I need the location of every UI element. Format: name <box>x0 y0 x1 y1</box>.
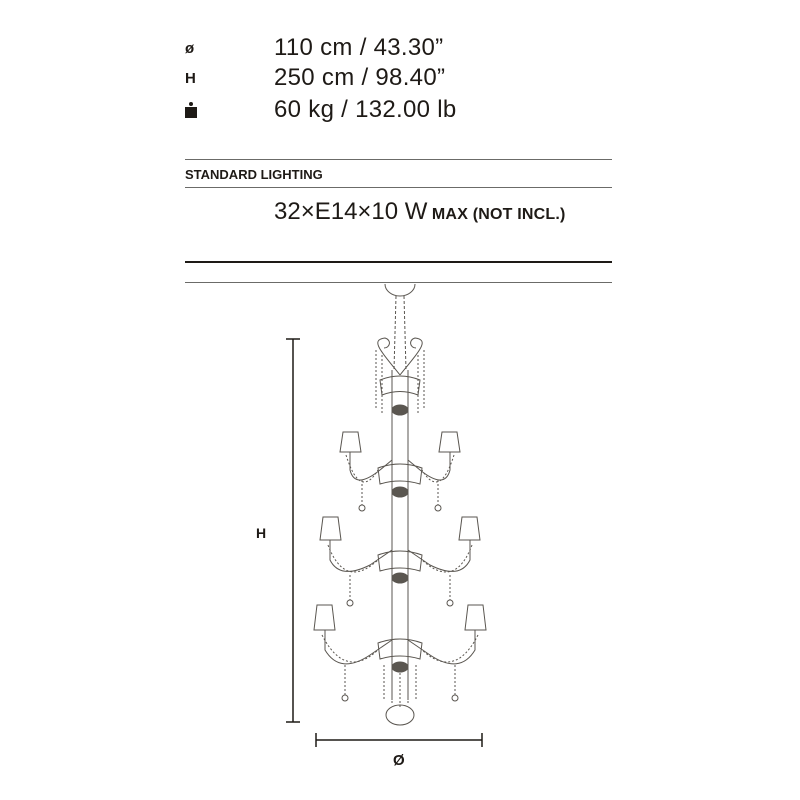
lighting-heading: STANDARD LIGHTING <box>185 167 323 182</box>
height-icon: H <box>185 70 196 87</box>
divider <box>185 282 612 283</box>
height-dimension-line <box>286 338 300 723</box>
diameter-value: 110 cm / 43.30” <box>274 34 444 61</box>
lighting-value-suffix: MAX (NOT INCL.) <box>431 206 566 223</box>
weight-value: 60 kg / 132.00 lb <box>274 96 457 123</box>
lighting-value: 32×E14×10 W MAX (NOT INCL.) <box>274 198 566 226</box>
shades-and-arms <box>313 431 487 673</box>
divider <box>185 159 612 160</box>
height-value: 250 cm / 98.40” <box>274 64 446 91</box>
weight-icon <box>185 102 197 118</box>
height-dimension-label: H <box>256 525 267 541</box>
crystal-strands <box>321 454 479 708</box>
chandelier <box>313 283 487 726</box>
tier-top <box>375 350 425 416</box>
divider-thick <box>185 261 612 263</box>
lighting-value-main: 32×E14×10 W <box>274 198 428 225</box>
diameter-dimension-line <box>315 733 483 747</box>
divider <box>185 187 612 188</box>
diameter-icon: ø <box>185 40 195 57</box>
diameter-dimension-label: Ø <box>393 752 405 769</box>
